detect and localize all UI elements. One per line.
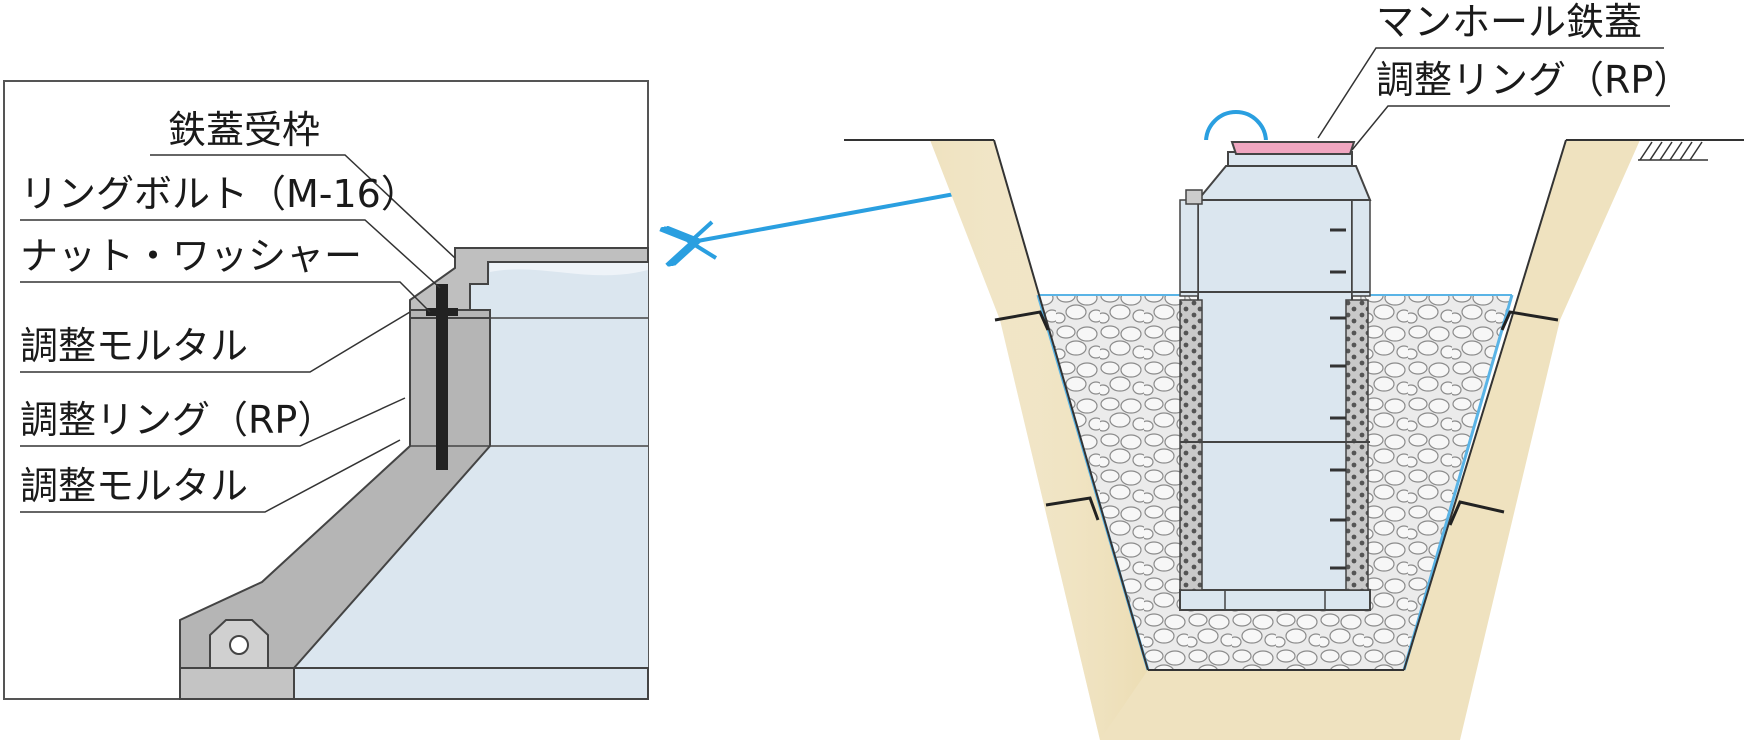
detail-leader-lines xyxy=(20,154,456,513)
label-ring-rp: 調整リング（RP） xyxy=(1376,58,1692,102)
label-adjustment-ring: 調整リング（RP） xyxy=(20,398,336,442)
label-manhole-cover: マンホール鉄蓋 xyxy=(1376,0,1643,44)
excavation xyxy=(844,47,1744,740)
detail-panel xyxy=(3,80,649,700)
label-mortar-lower: 調整モルタル xyxy=(20,464,249,508)
label-mortar-upper: 調整モルタル xyxy=(20,324,249,368)
label-ring-bolt: リングボルト（M-16） xyxy=(20,172,419,216)
label-frame: 鉄蓋受枠 xyxy=(168,108,321,152)
label-nut-washer: ナット・ワッシャー xyxy=(20,234,363,278)
main-leader-lines xyxy=(1317,47,1670,151)
